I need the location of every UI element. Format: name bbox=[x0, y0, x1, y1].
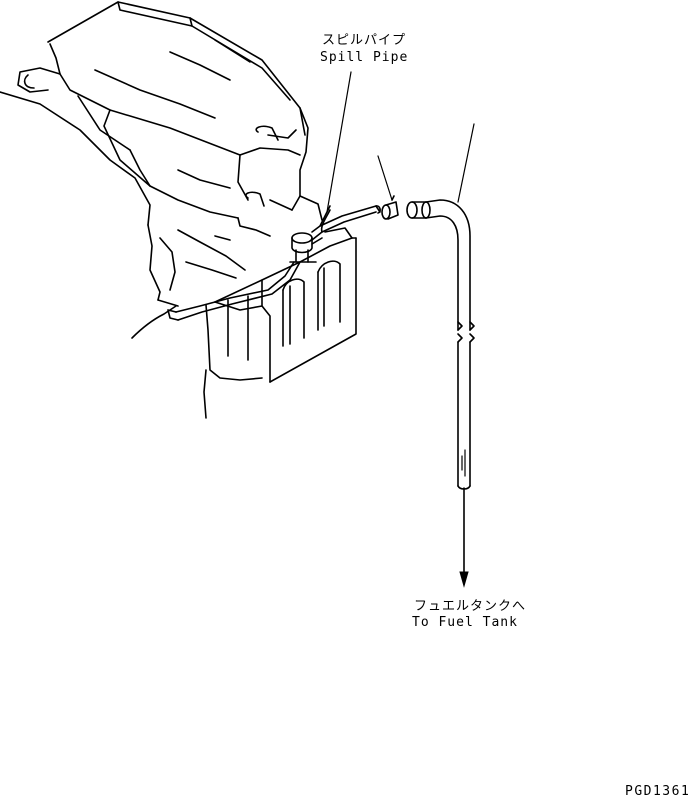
spill-pipe-label-en: Spill Pipe bbox=[320, 50, 408, 65]
banjo-bolt bbox=[289, 232, 323, 263]
fuel-filter-housing bbox=[214, 227, 357, 383]
drawing-code: PGD1361 bbox=[625, 784, 690, 798]
return-hose bbox=[425, 199, 475, 490]
fuel-tank-label-jp: フュエルタンクへ bbox=[414, 599, 526, 614]
fuel-tank-label-en: To Fuel Tank bbox=[412, 615, 518, 630]
engine-block bbox=[0, 1, 323, 419]
flow-arrow bbox=[459, 487, 469, 588]
hose-clamp bbox=[381, 195, 431, 220]
spill-pipe-label-jp: スピルパイプ bbox=[322, 33, 406, 48]
spill-pipe bbox=[167, 205, 381, 321]
leader-lines bbox=[326, 71, 475, 213]
